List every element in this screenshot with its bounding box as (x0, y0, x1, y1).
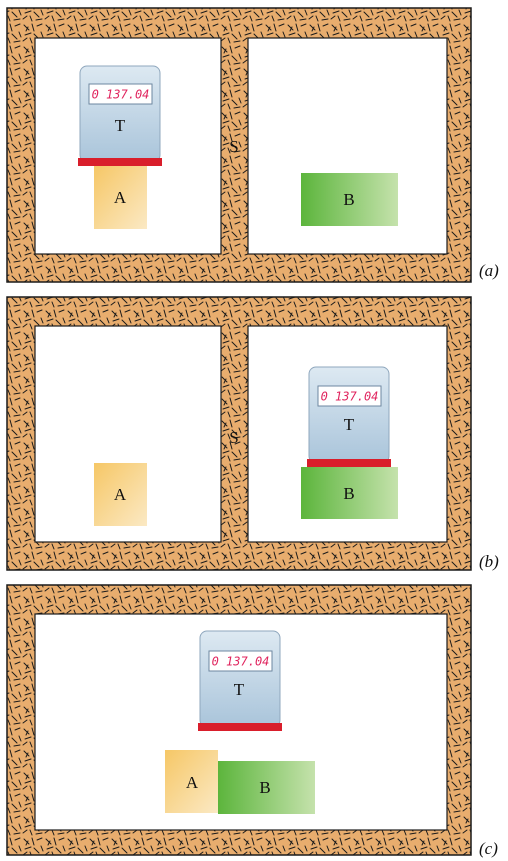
thermometer-body (79, 65, 161, 163)
thermometer-display (88, 83, 153, 105)
panel-a: S 0 137.04 T A B (a) (6, 7, 499, 283)
panel-label: (c) (479, 839, 498, 858)
chamber-right-interior (247, 37, 448, 255)
block-b-label: B (343, 484, 354, 503)
thermometer-display (317, 385, 382, 407)
block-b (301, 467, 398, 519)
block-a-label: A (186, 773, 199, 792)
panel-c: 0 137.04 T A B (c) (6, 584, 498, 858)
block-a (165, 750, 218, 813)
panel-label: (a) (479, 261, 499, 280)
thermometer-reading: 0 137.04 (321, 390, 379, 404)
separator-label: S (229, 137, 238, 156)
block-a-label: A (114, 188, 127, 207)
thermometer: 0 137.04 T (78, 65, 162, 166)
thermometer-base (78, 158, 162, 166)
thermometer-display (208, 650, 273, 672)
separator-label: S (229, 428, 238, 447)
thermometer-reading: 0 137.04 (212, 655, 270, 669)
thermometer-base (307, 459, 391, 467)
panel-b: S A 0 137.04 T B (b) (6, 296, 499, 571)
block-a-label: A (114, 485, 127, 504)
thermometer-label: T (115, 116, 126, 135)
block-b (218, 761, 315, 814)
thermometer-body (199, 630, 281, 728)
thermometer-label: T (234, 680, 245, 699)
thermometer-label: T (344, 415, 355, 434)
block-b-label: B (259, 778, 270, 797)
block-b (301, 173, 398, 226)
block-a (94, 463, 147, 526)
thermometer: 0 137.04 T (198, 630, 282, 731)
thermometer-reading: 0 137.04 (92, 88, 150, 102)
panel-label: (b) (479, 552, 499, 571)
block-a (94, 166, 147, 229)
thermometer-base (198, 723, 282, 731)
block-b-label: B (343, 190, 354, 209)
thermometer: 0 137.04 T (307, 366, 391, 467)
